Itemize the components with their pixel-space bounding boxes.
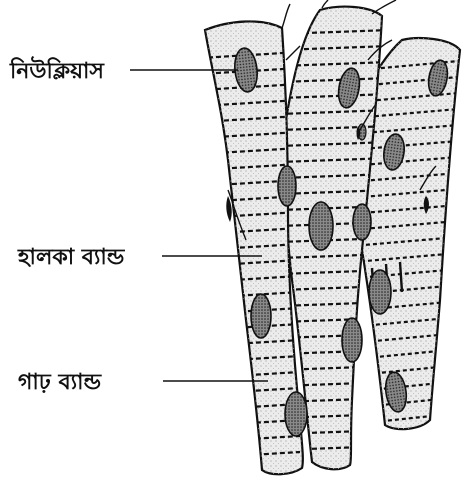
- label-dark-band: গাঢ় ব্যান্ড: [18, 370, 102, 395]
- label-nucleus: নিউক্লিয়াস: [9, 56, 105, 84]
- label-light-band: হালকা ব্যান্ড: [17, 245, 126, 270]
